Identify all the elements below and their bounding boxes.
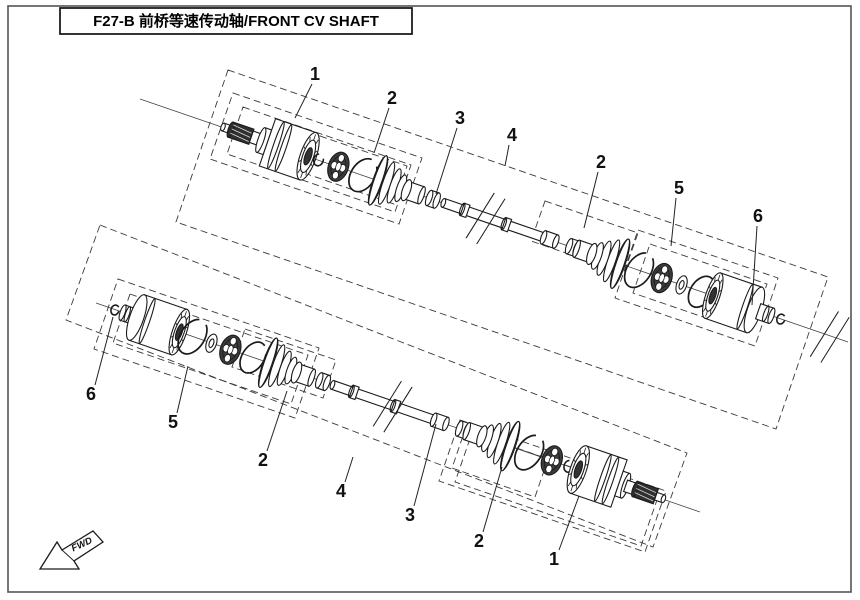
callout-1: 1: [310, 64, 320, 84]
callout-3: 3: [405, 505, 415, 525]
group-box-4-top: [175, 69, 829, 430]
diagram-title: F27-B 前桥等速传动轴/FRONT CV SHAFT: [93, 12, 379, 30]
callout-leader: [583, 171, 599, 229]
group-box-1-top-outer: [209, 92, 423, 225]
callout-3: 3: [455, 108, 465, 128]
callout-1: 1: [549, 549, 559, 569]
top-shaft-assembly: [220, 117, 850, 363]
group-box-2-bottom-right: [451, 429, 549, 498]
callout-5: 5: [168, 412, 178, 432]
bottom-shaft-assembly: [110, 294, 667, 508]
group-box-1-bottom-inner: [454, 432, 659, 547]
fwd-direction-arrow: FWD: [38, 530, 104, 570]
callout-leader: [558, 495, 580, 551]
title-box: [59, 7, 413, 35]
callout-leader: [294, 83, 313, 119]
callout-4: 4: [336, 481, 346, 501]
group-box-5-bottom-outer: [93, 278, 320, 419]
callout-leader: [751, 225, 758, 306]
callout-leader: [670, 197, 677, 247]
callout-leader: [373, 107, 390, 154]
callout-5: 5: [674, 178, 684, 198]
fwd-arrow-shape: [38, 530, 104, 570]
group-box-4-bottom: [65, 224, 688, 548]
group-box-2-top-right: [530, 200, 639, 274]
group-box-5-top-inner: [632, 243, 768, 334]
group-box-5-bottom-inner: [112, 293, 309, 405]
group-box-5-top-outer: [614, 229, 779, 347]
callout-6: 6: [753, 206, 763, 226]
callout-leader: [176, 365, 189, 414]
callout-2: 2: [387, 88, 397, 108]
page-border: [7, 5, 852, 593]
callout-leader: [435, 127, 458, 195]
callout-2: 2: [474, 531, 484, 551]
callout-labels: 1 2 3 4 2 5 6 6 5 2 4 3 2 1: [86, 64, 763, 569]
callout-leader: [344, 456, 354, 483]
callout-leader: [266, 390, 288, 452]
callout-leader: [413, 423, 437, 507]
callout-2: 2: [596, 152, 606, 172]
callout-2: 2: [258, 450, 268, 470]
callout-leader: [482, 466, 503, 533]
title-block: F27-B 前桥等速传动轴/FRONT CV SHAFT: [59, 7, 413, 35]
callout-leader: [94, 316, 114, 386]
fwd-arrow-fold-line: [61, 549, 75, 562]
callout-6: 6: [86, 384, 96, 404]
callout-leader: [504, 144, 510, 167]
callout-4: 4: [507, 125, 517, 145]
